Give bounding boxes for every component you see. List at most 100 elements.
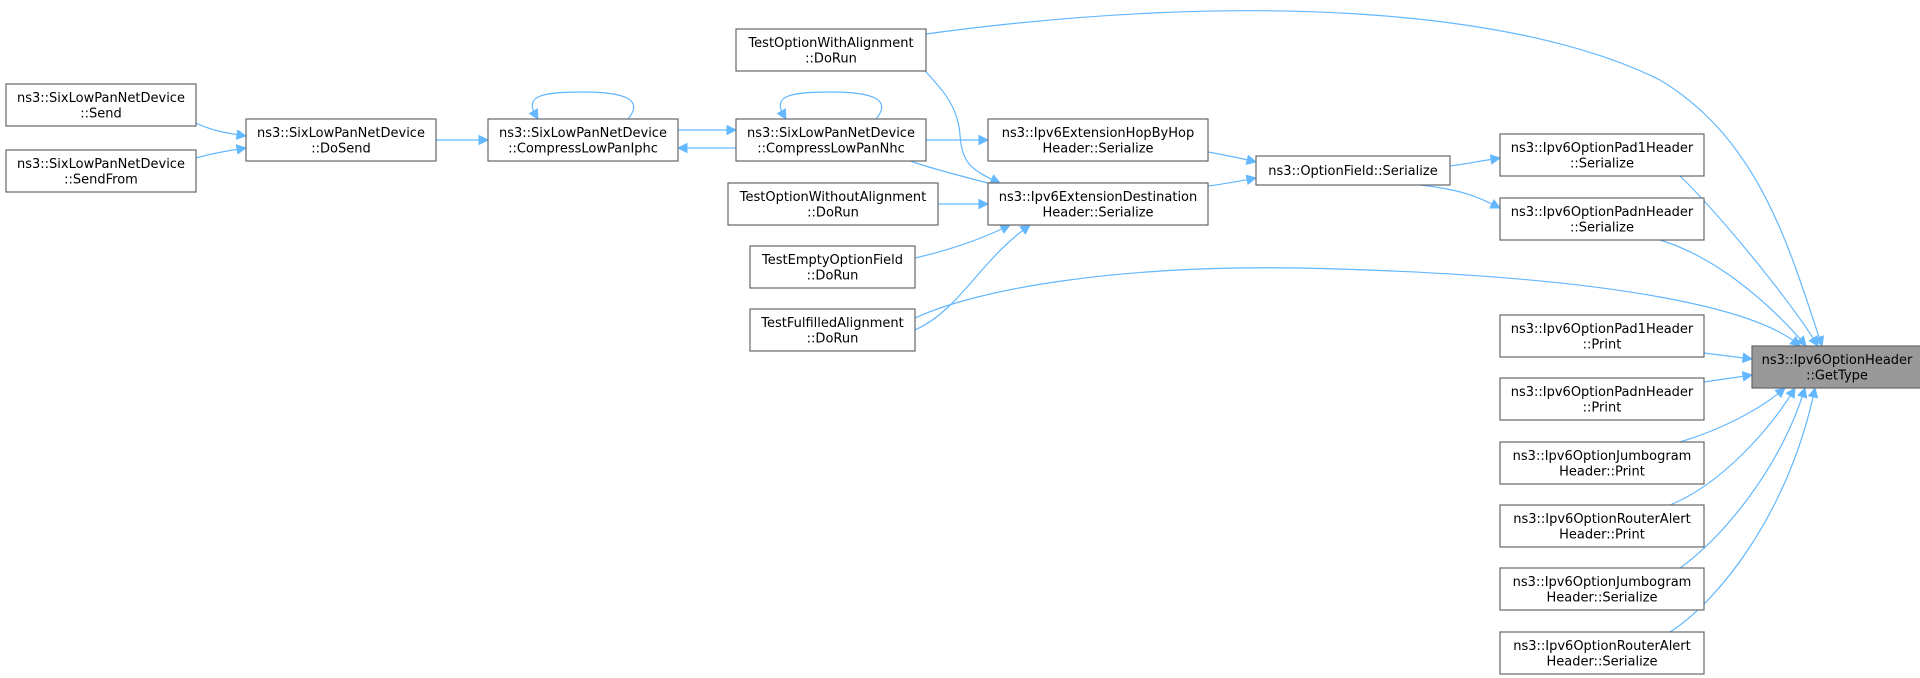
edge-arrowhead-compIphc-doSend (478, 134, 490, 146)
node-box (987, 182, 1209, 226)
node-box (5, 83, 197, 127)
node-label-line2: Header::Serialize (1546, 590, 1657, 605)
node-box (1499, 133, 1705, 177)
node-box (1499, 441, 1705, 485)
node-label-line1: ns3::Ipv6OptionPad1Header (1511, 322, 1694, 337)
node-label-line1: ns3::Ipv6OptionRouterAlert (1513, 639, 1691, 654)
node-label-line2: ::Serialize (1570, 220, 1634, 235)
edge-getType-pad1s (1679, 175, 1819, 347)
node-sendFrom[interactable]: ns3::SixLowPanNetDevice::SendFrom (5, 149, 197, 193)
node-label-line1: ns3::SixLowPanNetDevice (257, 126, 425, 141)
edge-getType-jumbp (1679, 387, 1786, 443)
node-compIphc[interactable]: ns3::SixLowPanNetDevice::CompressLowPanI… (487, 118, 679, 162)
edge-arrowhead-getType-pad1p (1741, 352, 1754, 364)
edge-arrowhead-getType-jumbs (1797, 386, 1808, 399)
node-label-line2: ::SendFrom (64, 172, 138, 187)
edge-compIphc-compIphc (531, 91, 635, 120)
node-twoa[interactable]: TestOptionWithoutAlignment::DoRun (727, 182, 939, 226)
node-label-line1: TestOptionWithAlignment (747, 36, 913, 51)
node-label-line2: ::CompressLowPanIphc (508, 141, 658, 156)
edge-arrowhead-getType-padnp (1741, 371, 1754, 382)
node-doSend[interactable]: ns3::SixLowPanNetDevice::DoSend (245, 118, 437, 162)
node-label-line1: ns3::Ipv6ExtensionHopByHop (1002, 126, 1195, 141)
node-padns[interactable]: ns3::Ipv6OptionPadnHeader::Serialize (1499, 197, 1705, 241)
edge-getType-rap (1669, 387, 1796, 506)
node-box (749, 308, 916, 352)
node-tfa[interactable]: TestFulfilledAlignment::DoRun (749, 308, 916, 352)
node-label-line1: TestEmptyOptionField (761, 253, 903, 268)
node-label-line2: ::Serialize (1570, 156, 1634, 171)
edge-arrowhead-doSend-sendFrom (235, 144, 248, 155)
node-label-line2: Header::Print (1559, 464, 1645, 479)
node-box (1499, 197, 1705, 241)
node-box (727, 182, 939, 226)
node-label-line2: ::Send (80, 106, 122, 121)
edge-arrowhead-getType-padns (1795, 335, 1807, 347)
node-label-line1: ns3::SixLowPanNetDevice (17, 157, 185, 172)
node-box (987, 118, 1209, 162)
node-label-line2: Header::Serialize (1546, 654, 1657, 669)
node-twa[interactable]: TestOptionWithAlignment::DoRun (735, 28, 927, 72)
node-label-line1: ns3::Ipv6OptionPad1Header (1511, 141, 1694, 156)
node-teof[interactable]: TestEmptyOptionField::DoRun (749, 245, 916, 289)
edge-dst-tfa (914, 224, 1031, 331)
node-box (735, 118, 927, 162)
edge-getType-ras (1669, 387, 1816, 633)
edge-dst-twa (924, 70, 1001, 184)
node-box (487, 118, 679, 162)
node-label-line2: Header::Serialize (1042, 141, 1153, 156)
node-box (1255, 155, 1451, 186)
edge-arrowhead-dst-twoa (978, 198, 990, 210)
edge-compNhc-compNhc (779, 91, 883, 120)
node-label-line2: Header::Print (1559, 527, 1645, 542)
node-dst[interactable]: ns3::Ipv6ExtensionDestinationHeader::Ser… (987, 182, 1209, 226)
node-label-line2: ::Print (1583, 400, 1622, 415)
edge-arrowhead-getType-ras (1807, 386, 1819, 399)
node-hbh[interactable]: ns3::Ipv6ExtensionHopByHopHeader::Serial… (987, 118, 1209, 162)
node-label-line1: ns3::Ipv6OptionJumbogram (1513, 575, 1692, 590)
node-box (5, 149, 197, 193)
node-label-line2: ::Print (1583, 337, 1622, 352)
node-label-line1: ns3::Ipv6ExtensionDestination (999, 190, 1198, 205)
node-label-line2: ::DoRun (807, 331, 859, 346)
edge-arrowhead-compIphc-compNhc (676, 142, 688, 154)
node-label-line1: ns3::Ipv6OptionHeader (1762, 353, 1913, 368)
node-ras[interactable]: ns3::Ipv6OptionRouterAlertHeader::Serial… (1499, 631, 1705, 675)
node-label-line2: ::DoRun (807, 268, 859, 283)
edge-dst-teof (914, 224, 1011, 259)
edge-arrowhead-doSend-sendLP (235, 129, 248, 140)
node-label-line1: ns3::SixLowPanNetDevice (17, 91, 185, 106)
node-label-line1: ns3::Ipv6OptionJumbogram (1513, 449, 1692, 464)
edge-getType-padns (1659, 239, 1807, 347)
node-box (1751, 345, 1920, 389)
edge-padns-ofs (1419, 184, 1501, 209)
edge-arrowhead-compNhc-compIphc (726, 124, 738, 136)
node-label-line2: ::CompressLowPanNhc (757, 141, 904, 156)
node-label-line1: ns3::SixLowPanNetDevice (499, 126, 667, 141)
node-label-line1: ns3::SixLowPanNetDevice (747, 126, 915, 141)
node-getType[interactable]: ns3::Ipv6OptionHeader::GetType (1751, 345, 1920, 389)
edge-arrowhead-hbh-compNhc (978, 134, 990, 146)
node-label-line1: ns3::Ipv6OptionPadnHeader (1511, 385, 1694, 400)
node-pad1p[interactable]: ns3::Ipv6OptionPad1Header::Print (1499, 314, 1705, 358)
node-compNhc[interactable]: ns3::SixLowPanNetDevice::CompressLowPanN… (735, 118, 927, 162)
node-label-line2: ::DoRun (807, 205, 859, 220)
node-box (245, 118, 437, 162)
edge-arrowhead-getType-pad1s (1808, 335, 1819, 347)
node-ofs[interactable]: ns3::OptionField::Serialize (1255, 155, 1451, 186)
node-label-line1: TestOptionWithoutAlignment (739, 190, 926, 205)
node-jumbs[interactable]: ns3::Ipv6OptionJumbogramHeader::Serializ… (1499, 567, 1705, 611)
graph-nodes: ns3::SixLowPanNetDevice::Sendns3::SixLow… (5, 28, 1920, 675)
node-pad1s[interactable]: ns3::Ipv6OptionPad1Header::Serialize (1499, 133, 1705, 177)
graph-edges (195, 10, 1825, 633)
edge-getType-tfa (914, 267, 1801, 347)
node-padnp[interactable]: ns3::Ipv6OptionPadnHeader::Print (1499, 377, 1705, 421)
edge-getType-jumbs (1679, 387, 1806, 569)
node-sendLP[interactable]: ns3::SixLowPanNetDevice::Send (5, 83, 197, 127)
edge-arrowhead-getType-jumbp (1774, 387, 1786, 399)
node-label-line2: ::DoSend (311, 141, 370, 156)
edge-arrowhead-dst-twa (989, 174, 1002, 184)
